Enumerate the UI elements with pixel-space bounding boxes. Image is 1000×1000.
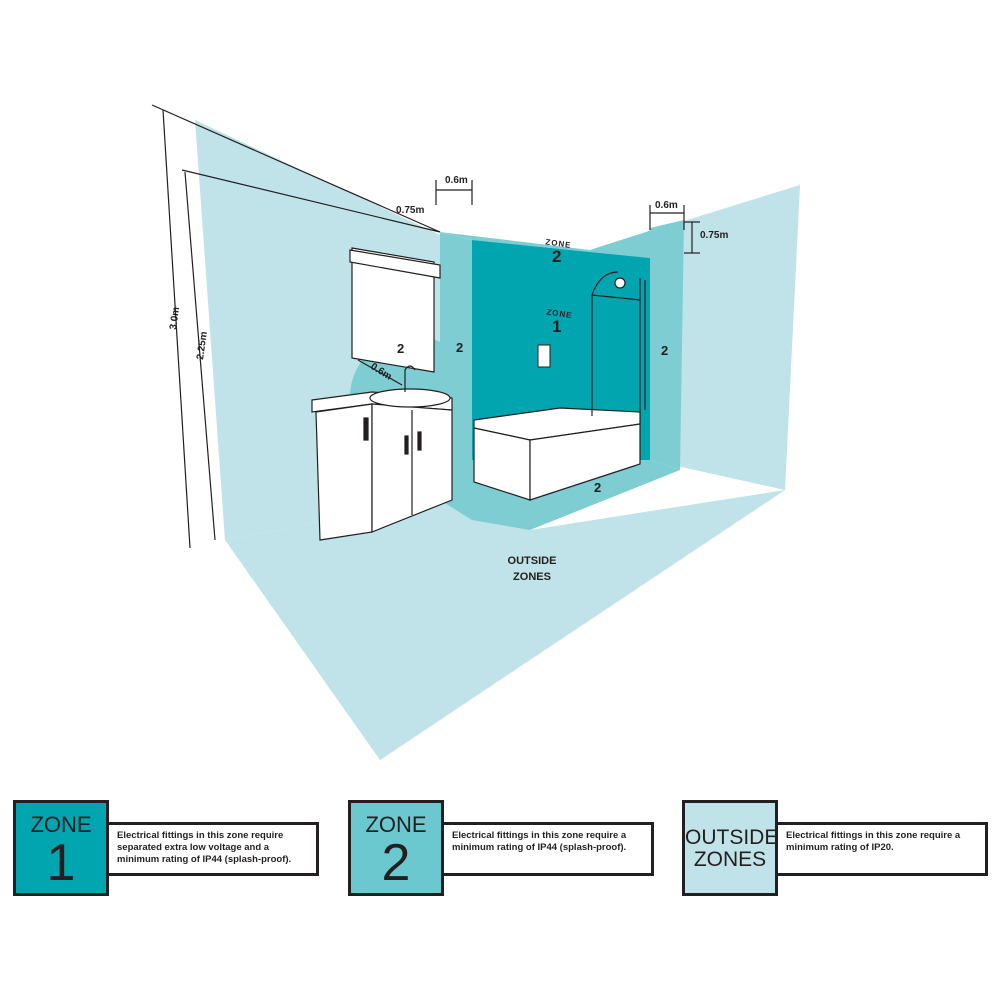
legend-zone2-description: Electrical fittings in this zone require… (441, 822, 654, 876)
dim-offset-top-right: 0.6m (655, 200, 678, 211)
dim-offset-top-left: 0.6m (445, 175, 468, 186)
legend-zone1-description: Electrical fittings in this zone require… (106, 822, 319, 876)
legend-zone2-title: ZONE (365, 812, 427, 837)
zone2-label-floor: 2 (594, 480, 601, 495)
legend-zone2-number: 2 (381, 834, 411, 892)
legend-zone1-swatch: ZONE 1 (13, 800, 109, 896)
legend-zone1-number: 1 (46, 834, 76, 892)
shower-screen (591, 271, 646, 416)
dim-zone-height: 2.25m (195, 331, 210, 361)
legend-zone2-swatch: ZONE 2 (348, 800, 444, 896)
dim-total-height: 3.0m (168, 306, 182, 330)
legend-zone1-title: ZONE (30, 812, 92, 837)
shower-control (537, 344, 551, 368)
legend-outside-description: Electrical fittings in this zone require… (775, 822, 988, 876)
zone2-label-wall-right: 2 (661, 343, 668, 358)
legend-zone2: ZONE 2 Electrical fittings in this zone … (348, 800, 654, 900)
outside-zones-label-line2: ZONES (513, 571, 551, 583)
zone2-label-wall-left: 2 (456, 340, 463, 355)
zone1-label-word: ZONE (546, 308, 573, 321)
legend-outside-swatch: OUTSIDE ZONES (682, 800, 778, 896)
mirror (349, 247, 441, 373)
outside-zones-label-line1: OUTSIDE (508, 555, 557, 567)
dim-offset-left: 0.75m (396, 205, 424, 216)
bathtub (473, 407, 641, 501)
vanity-unit (311, 365, 453, 541)
legend-outside-title-line2: ZONES (693, 848, 767, 871)
zone1-label: 1 (552, 317, 561, 336)
dimension-lines (151, 104, 700, 549)
zone1-area (472, 240, 650, 460)
dim-offset-right: 0.75m (700, 230, 728, 241)
zone2-label-ceiling-word: ZONE (545, 237, 572, 250)
legend-zone1: ZONE 1 Electrical fittings in this zone … (13, 800, 319, 900)
zone2-label-basin: 2 (397, 341, 404, 356)
zone2-label-ceiling: 2 (552, 247, 561, 266)
legend-outside-zones: OUTSIDE ZONES Electrical fittings in thi… (682, 800, 988, 900)
legend-outside-title-line1: OUTSIDE (685, 826, 779, 849)
